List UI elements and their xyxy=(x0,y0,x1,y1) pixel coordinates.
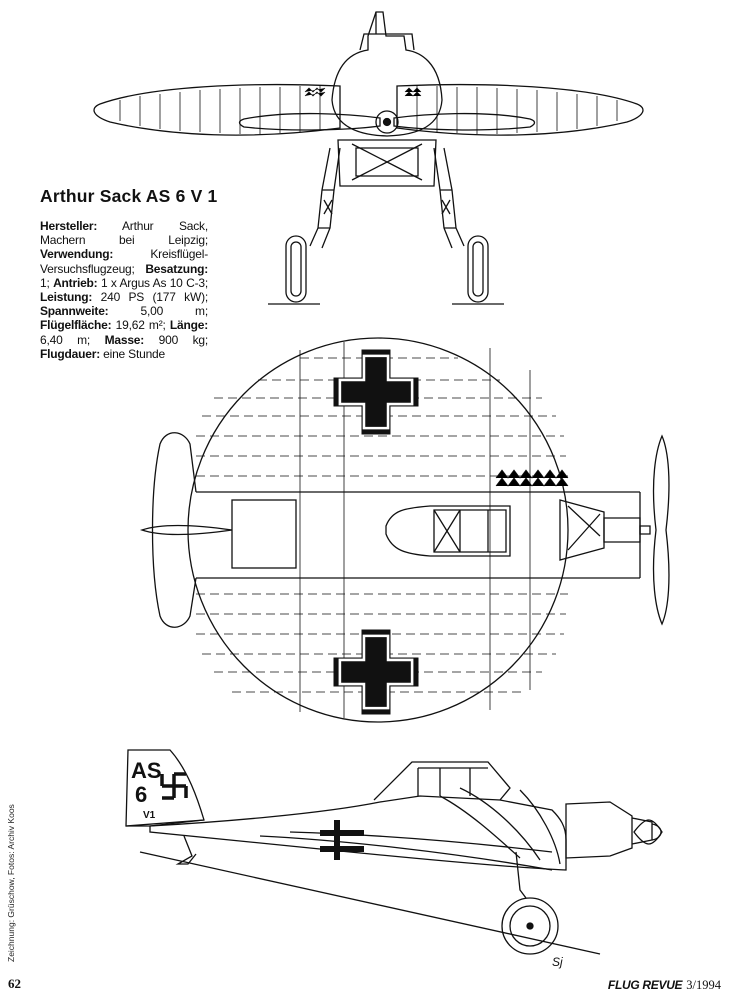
spec-label: Flugdauer: xyxy=(40,346,100,361)
spec-value: Arthur Sack, Machern bei Leipzig; xyxy=(40,219,208,248)
spec-label: Masse: xyxy=(104,332,145,347)
spec-label: Antrieb: xyxy=(53,275,98,290)
tail-marking-6: 6 xyxy=(135,782,147,807)
spec-value: eine Stunde xyxy=(100,346,165,361)
tail-marking-v1: V1 xyxy=(143,810,156,821)
spec-label: Leistung: xyxy=(40,290,93,305)
spec-label: Besatzung: xyxy=(145,261,208,276)
page-number: 62 xyxy=(8,976,21,991)
magazine-name: FLUG REVUE xyxy=(607,978,683,992)
spec-value: 1 x Argus As 10 C-3; xyxy=(97,275,208,290)
side-view-drawing: AS 6 V1 Sj xyxy=(125,749,663,969)
tail-marking-as: AS xyxy=(131,758,162,783)
spec-value: 19,62 m²; xyxy=(111,318,170,333)
artist-signature: Sj xyxy=(552,955,563,969)
spec-label: Hersteller: xyxy=(40,219,98,233)
spec-label: Verwendung: xyxy=(40,247,114,262)
spec-label: Flügelfläche: xyxy=(40,318,112,333)
spec-value: 900 kg; xyxy=(144,332,209,347)
spec-value: 5,00 m; xyxy=(108,304,208,319)
top-view-drawing xyxy=(139,337,670,723)
spec-label: Spannweite: xyxy=(40,304,109,319)
spec-value: 1; xyxy=(40,275,54,290)
photo-credit: Zeichnung: Grüschow, Fotos: Archiv Koos xyxy=(6,804,16,962)
spec-value: 240 PS (177 kW); xyxy=(92,290,209,305)
spec-label: Länge: xyxy=(169,318,208,333)
spec-value: Kreisflügel-Versuchsflugzeug; xyxy=(40,247,208,276)
specifications: Hersteller: Arthur Sack, Machern bei Lei… xyxy=(40,219,208,361)
tail-swastika-icon xyxy=(160,772,188,800)
front-view-drawing xyxy=(93,11,644,305)
issue-number: 3/1994 xyxy=(686,978,721,992)
aircraft-title: Arthur Sack AS 6 V 1 xyxy=(40,186,218,206)
spec-value: 6,40 m; xyxy=(40,332,105,347)
